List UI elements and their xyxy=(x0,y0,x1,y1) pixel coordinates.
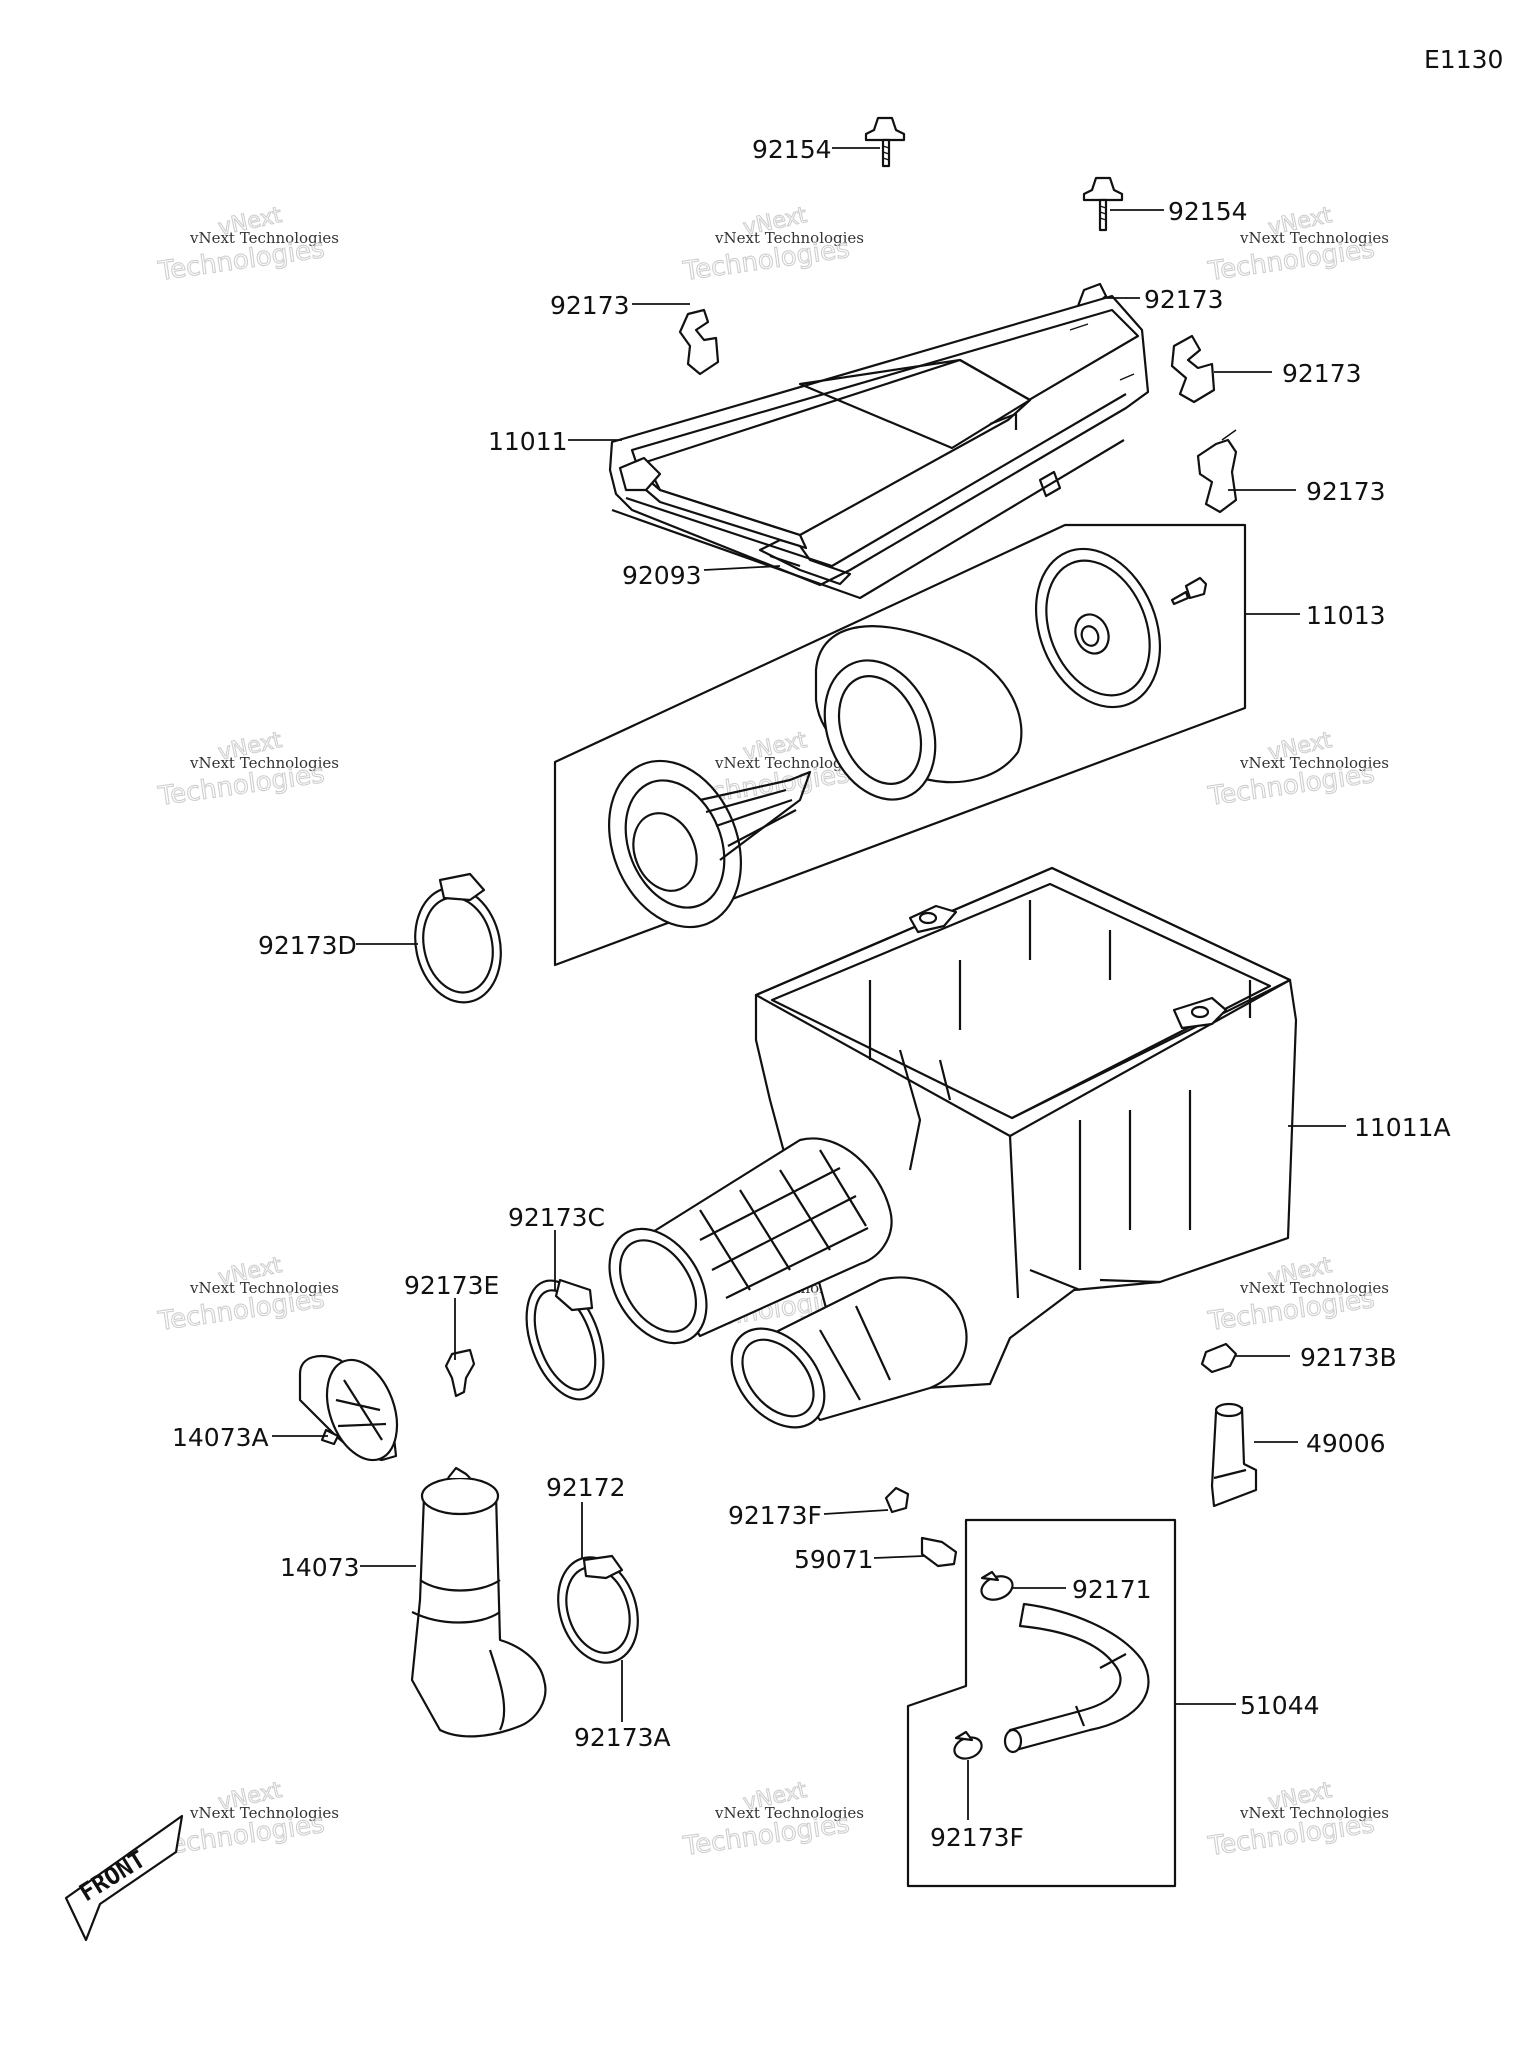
callout-92173[interactable]: 92173 xyxy=(550,291,630,320)
watermark: vNext vNext Technologies Technologies xyxy=(155,202,339,287)
clip-part[interactable] xyxy=(884,1486,910,1514)
air-cleaner-housing-part[interactable] xyxy=(754,866,1298,1392)
callout-92154[interactable]: 92154 xyxy=(1168,197,1248,226)
watermark: vNext vNext Technologies Technologies xyxy=(680,202,864,287)
svg-text:vNext Technologies: vNext Technologies xyxy=(714,1804,864,1822)
fitting-part[interactable] xyxy=(920,1536,958,1568)
callout-92173f[interactable]: 92173F xyxy=(728,1501,822,1530)
duct-end-part[interactable] xyxy=(298,1350,410,1470)
intake-duct-part[interactable] xyxy=(410,1466,547,1738)
leader-lines xyxy=(272,147,1346,1820)
clip-part[interactable] xyxy=(1196,429,1238,514)
callout-92173[interactable]: 92173 xyxy=(1306,477,1386,506)
housing-intake-duct-part[interactable] xyxy=(590,1137,893,1360)
breather-hose-group-box xyxy=(906,1518,1177,1888)
callout-92173c[interactable]: 92173C xyxy=(508,1203,605,1232)
watermark: vNext vNext Technologies Technologies xyxy=(155,1777,339,1862)
hose-clamp-part[interactable] xyxy=(405,872,511,1010)
callout-51044[interactable]: 51044 xyxy=(1240,1691,1320,1720)
callout-11011a[interactable]: 11011A xyxy=(1354,1113,1451,1142)
svg-text:vNext Technologies: vNext Technologies xyxy=(189,1279,339,1297)
callout-59071[interactable]: 59071 xyxy=(794,1545,874,1574)
callout-92173[interactable]: 92173 xyxy=(1144,285,1224,314)
filter-frame-part[interactable] xyxy=(585,741,812,947)
callout-92173f[interactable]: 92173F xyxy=(930,1823,1024,1852)
watermark: vNext vNext Technologies Technologies xyxy=(155,727,339,812)
watermark: vNext vNext Technologies Technologies xyxy=(680,1777,864,1862)
callout-labels: 92154 92154 92173 92173 92173 92173 1101… xyxy=(172,135,1451,1852)
diagram-code: E1130 xyxy=(1424,45,1503,74)
callout-11013[interactable]: 11013 xyxy=(1306,601,1386,630)
clip-part[interactable] xyxy=(951,1730,984,1762)
filter-element-part[interactable] xyxy=(805,625,1023,816)
callout-49006[interactable]: 49006 xyxy=(1306,1429,1386,1458)
bolt-part[interactable] xyxy=(1082,176,1124,232)
bolt-part[interactable] xyxy=(864,116,906,168)
callout-92173e[interactable]: 92173E xyxy=(404,1271,499,1300)
hose-clip-part[interactable] xyxy=(978,1570,1016,1604)
filter-assembly-group-box xyxy=(553,523,1247,967)
housing-outlet-duct-part[interactable] xyxy=(713,1276,968,1445)
svg-text:vNext Technologies: vNext Technologies xyxy=(189,1804,339,1822)
clip-part[interactable] xyxy=(1200,1342,1238,1374)
front-direction-indicator: FRONT xyxy=(64,1814,184,1942)
callout-92154[interactable]: 92154 xyxy=(752,135,832,164)
watermark: vNext vNext Technologies Technologies xyxy=(1205,1252,1389,1337)
svg-text:vNext Technologies: vNext Technologies xyxy=(1239,754,1389,772)
svg-text:vNext Technologies: vNext Technologies xyxy=(1239,1279,1389,1297)
clip-part[interactable] xyxy=(678,308,720,376)
watermark: vNext vNext Technologies Technologies xyxy=(1205,1777,1389,1862)
seal-part[interactable] xyxy=(611,439,1125,600)
svg-text:vNext Technologies: vNext Technologies xyxy=(714,229,864,247)
svg-text:vNext Technologies: vNext Technologies xyxy=(189,754,339,772)
callout-92173d[interactable]: 92173D xyxy=(258,931,357,960)
watermark: vNext vNext Technologies Technologies xyxy=(1205,727,1389,812)
callout-11011[interactable]: 11011 xyxy=(488,427,568,456)
callout-92172[interactable]: 92172 xyxy=(546,1473,626,1502)
breather-hose-part[interactable] xyxy=(1003,1602,1150,1754)
callout-92171[interactable]: 92171 xyxy=(1072,1575,1152,1604)
callout-14073[interactable]: 14073 xyxy=(280,1553,360,1582)
clip-part[interactable] xyxy=(1170,334,1216,404)
callout-92173b[interactable]: 92173B xyxy=(1300,1343,1397,1372)
hose-clamp-part[interactable] xyxy=(545,1547,651,1673)
watermark: vNext vNext Technologies Technologies xyxy=(155,1252,339,1337)
svg-text:vNext Technologies: vNext Technologies xyxy=(1239,1804,1389,1822)
drain-part[interactable] xyxy=(1210,1402,1258,1508)
callout-92173[interactable]: 92173 xyxy=(1282,359,1362,388)
callout-92093[interactable]: 92093 xyxy=(622,561,702,590)
hose-clamp-part[interactable] xyxy=(512,1270,618,1410)
callout-14073a[interactable]: 14073A xyxy=(172,1423,269,1452)
svg-text:vNext Technologies: vNext Technologies xyxy=(1239,229,1389,247)
svg-text:vNext Technologies: vNext Technologies xyxy=(714,754,864,772)
screw-part[interactable] xyxy=(1170,576,1208,606)
air-cleaner-cover-part[interactable] xyxy=(608,294,1150,587)
filter-end-cap-part[interactable] xyxy=(1014,530,1183,726)
callout-92173a[interactable]: 92173A xyxy=(574,1723,671,1752)
svg-text:vNext Technologies: vNext Technologies xyxy=(189,229,339,247)
clip-part[interactable] xyxy=(444,1348,476,1398)
